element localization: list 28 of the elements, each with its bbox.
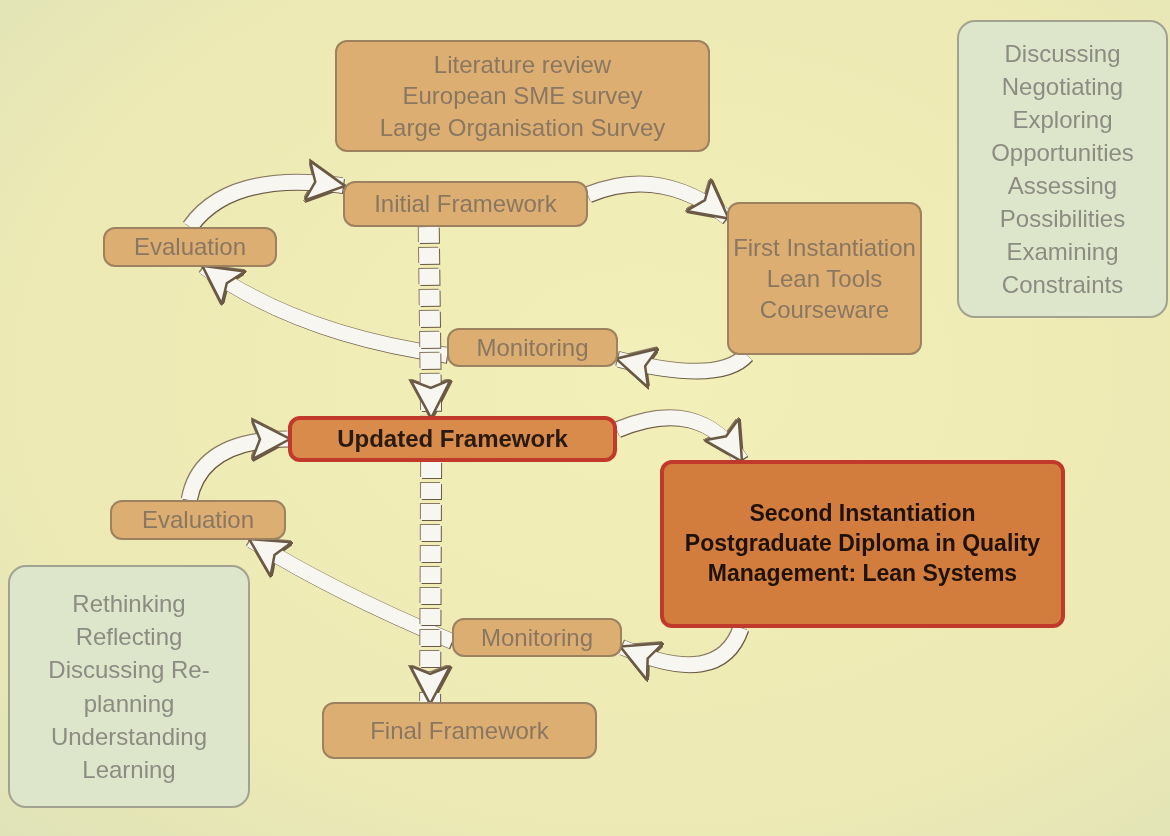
node-label: European SME survey (402, 81, 643, 112)
node-label: Rethinking Reflecting Discussing Re-planning Understanding Learning (47, 589, 211, 785)
node-label: Monitoring (480, 622, 594, 653)
highlighted-process-box (660, 460, 1065, 628)
node-label: Updated Framework (337, 425, 568, 453)
node-label: Lean Tools Courseware (758, 263, 891, 326)
process-box (447, 328, 618, 367)
process-box (322, 702, 597, 759)
node-label: Monitoring (476, 332, 589, 363)
process-box (110, 500, 286, 540)
activity-list-box (8, 565, 250, 808)
node-label: Discussing Negotiating Exploring Opportunities Assessing Possibilities Examining Constraints (990, 38, 1135, 301)
node-label: Literature review (433, 50, 612, 81)
process-box (727, 202, 922, 355)
process-box (343, 181, 588, 227)
activity-list-box (957, 20, 1168, 318)
node-label: Initial Framework (374, 189, 557, 220)
node-label: Large Organisation Survey (379, 112, 666, 143)
process-box (452, 618, 622, 657)
node-label: Second Instantiation Postgraduate Diploma in Quality Management: Lean Systems (684, 499, 1041, 588)
curved-arrow (618, 625, 748, 681)
node-label: First Instantiation (733, 232, 916, 263)
highlighted-process-box (288, 416, 617, 462)
process-box (103, 227, 277, 267)
node-label: Evaluation (141, 505, 255, 536)
node-label: Evaluation (133, 232, 247, 263)
info-box (335, 40, 710, 152)
node-label: Final Framework (370, 715, 549, 746)
